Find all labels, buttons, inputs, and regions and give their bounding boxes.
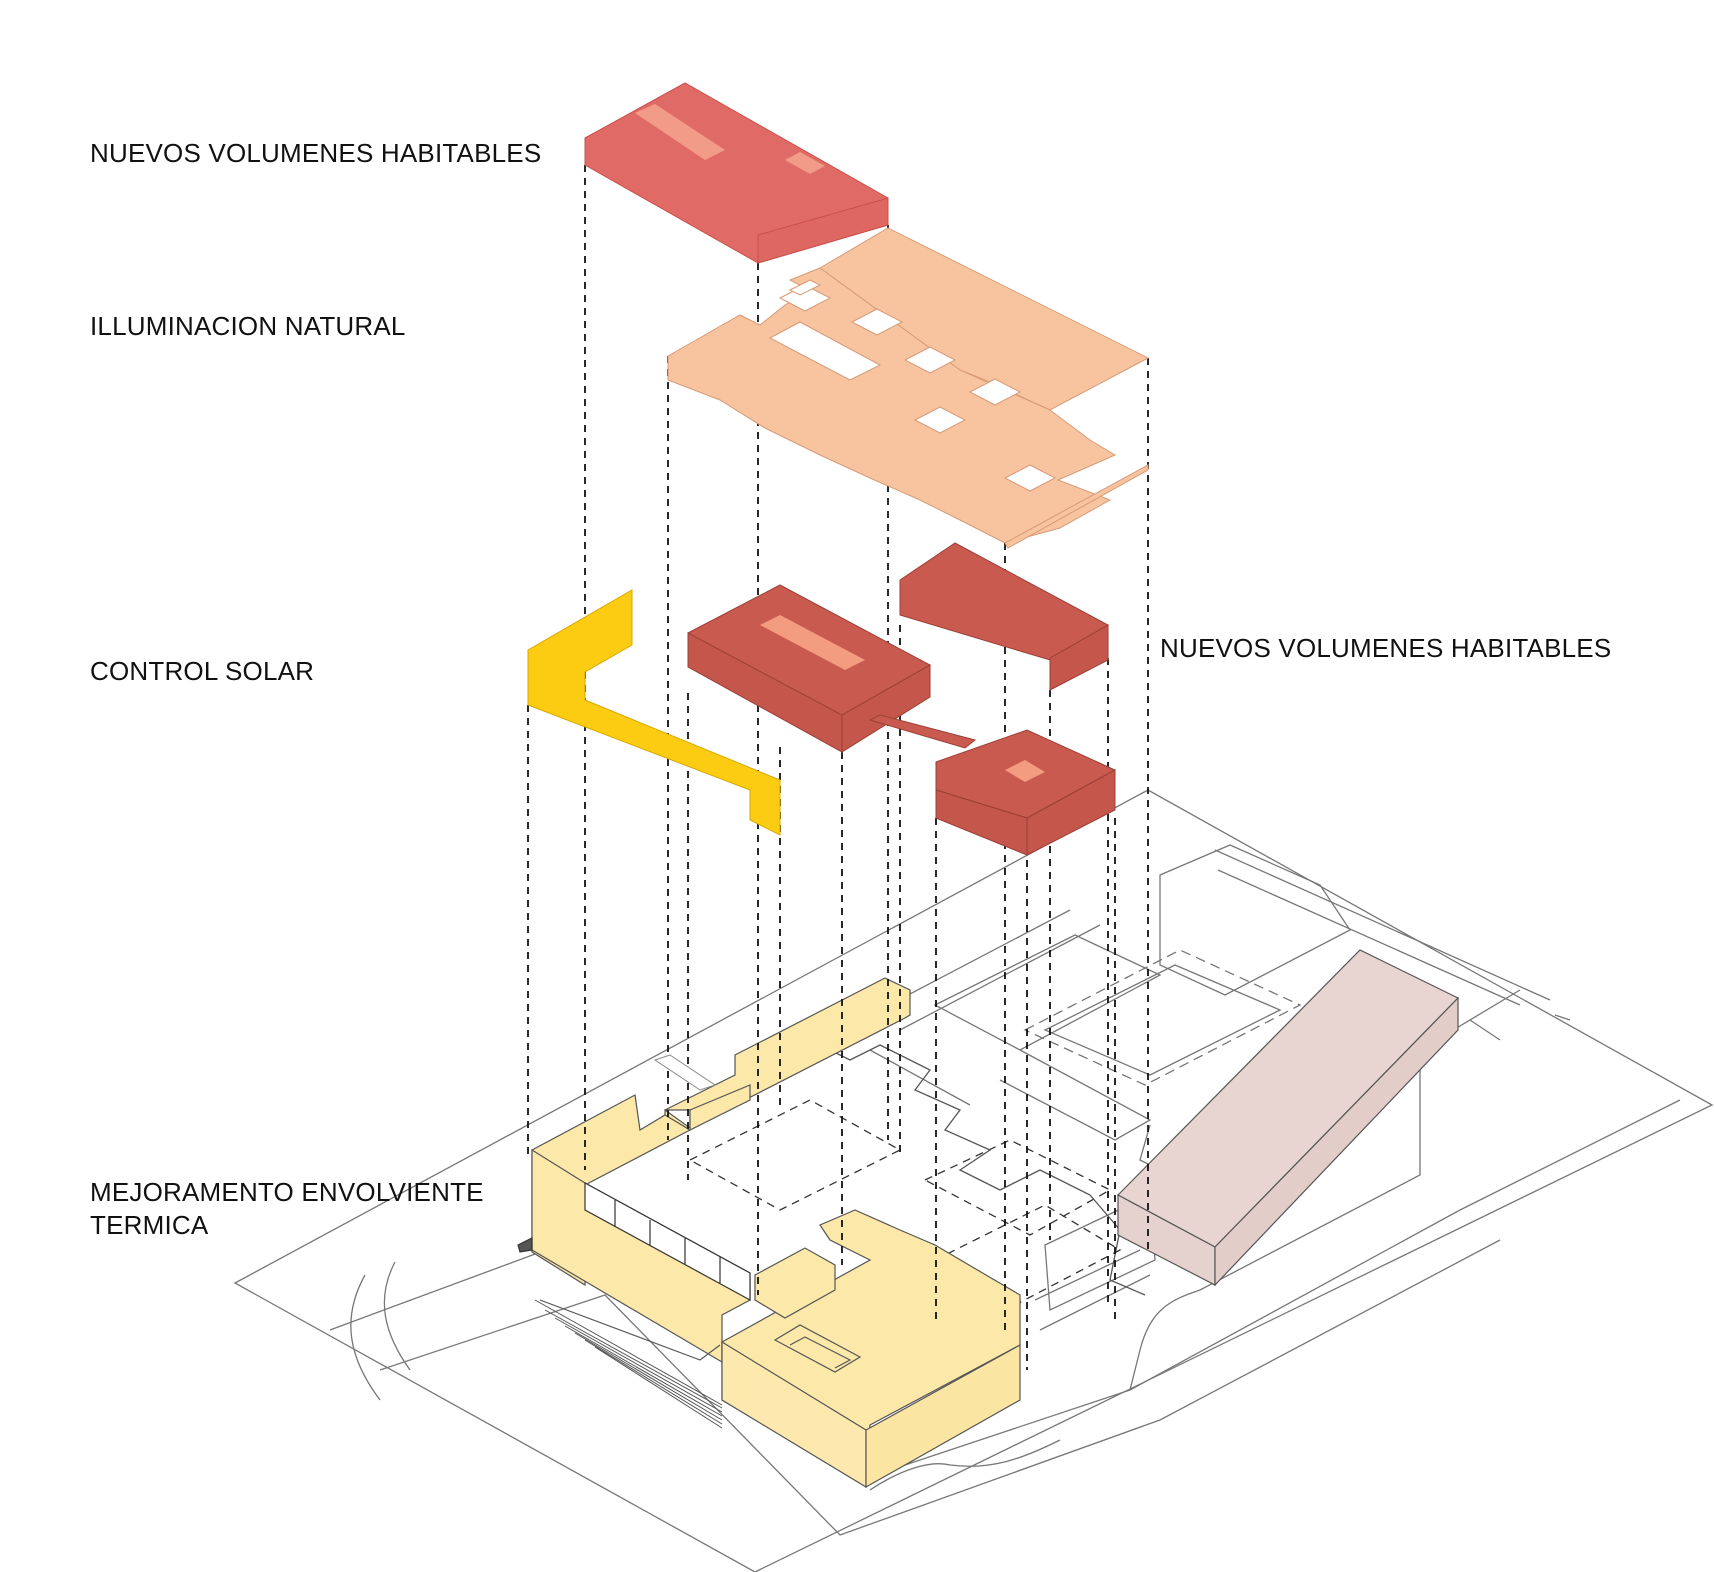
bottom-road-curve	[869, 1439, 1061, 1491]
right-lane	[1214, 849, 1571, 1041]
envelope-roof-light	[773, 1324, 862, 1373]
volume-a-skylight	[760, 615, 865, 670]
label-thermal-envelope-line2: TERMICA	[90, 1210, 209, 1240]
solar-bracket	[527, 589, 781, 836]
mid-building-footprint	[933, 934, 1162, 1141]
label-thermal-envelope-line1: MEJORAMENTO ENVOLVIENTE	[90, 1177, 484, 1207]
volume-b-front	[1049, 624, 1109, 691]
glazed-facade	[584, 1181, 751, 1302]
court-inner	[1043, 964, 1282, 1076]
ground-connector-frame	[653, 1054, 717, 1091]
volume-c-front	[935, 789, 1028, 856]
top-skylight-long	[635, 104, 725, 160]
path-lines	[869, 909, 1171, 1176]
label-thermal-envelope: MEJORAMENTO ENVOLVIENTE TERMICA	[90, 1176, 484, 1242]
label-solar-control: CONTROL SOLAR	[90, 656, 315, 686]
top-volume	[584, 82, 889, 264]
label-right-habitable-volumes: NUEVOS VOLUMENES HABITABLES	[1160, 633, 1612, 663]
road-inner	[379, 1239, 1501, 1536]
parking-outline	[1159, 844, 1351, 996]
label-top-habitable-volumes: NUEVOS VOLUMENES HABITABLES	[90, 138, 542, 168]
envelope-main-side	[865, 1343, 1021, 1489]
natural-light-panel	[667, 227, 1150, 549]
label-natural-lighting: ILLUMINACION NATURAL	[90, 311, 406, 341]
volume-a-left	[687, 632, 843, 753]
front-ramp	[539, 1299, 721, 1361]
canopy	[517, 1237, 533, 1253]
envelope-box-small	[754, 1247, 836, 1319]
solar-control-element	[527, 589, 781, 836]
court-outline	[1023, 949, 1302, 1086]
peach-edge	[1004, 464, 1149, 549]
stairs	[534, 1299, 723, 1429]
skylight-openings	[768, 279, 1057, 492]
thermal-envelope-building	[517, 977, 1021, 1489]
bridge-connector	[868, 714, 977, 749]
right-road	[1129, 989, 1521, 1391]
habitable-volumes-middle	[687, 542, 1117, 856]
curb-left	[350, 1261, 411, 1401]
site-outline	[233, 789, 1714, 1572]
top-volume-side	[757, 197, 889, 264]
neighbor-building	[1117, 949, 1460, 1287]
ground-footprint-dashed	[688, 1099, 1122, 1306]
top-skylight-small	[785, 152, 825, 174]
ground-stepped-footprint	[759, 1044, 1146, 1296]
volume-c-skylight	[1005, 760, 1045, 782]
